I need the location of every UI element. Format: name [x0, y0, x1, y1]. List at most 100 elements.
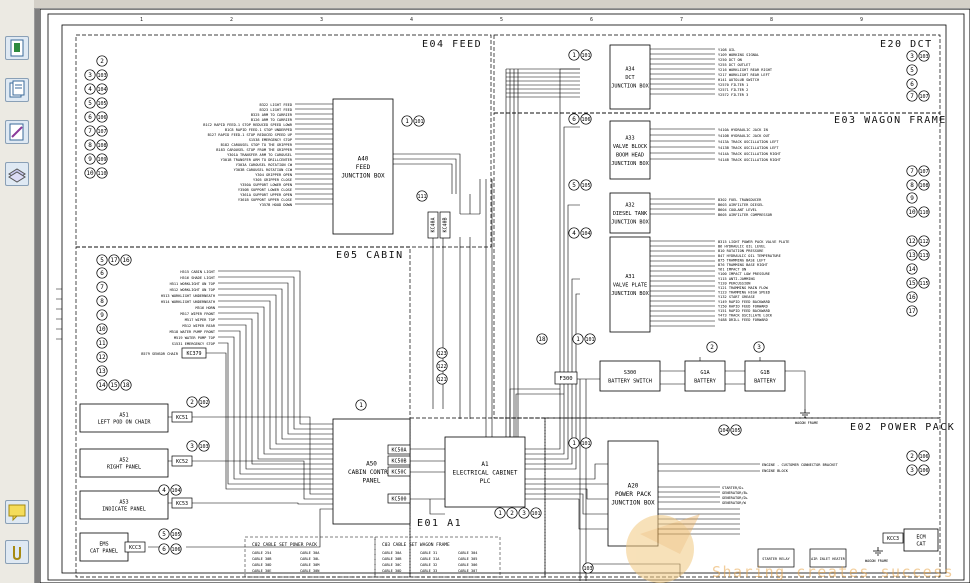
callout-c4-b: 104: [96, 83, 108, 95]
callout-c5-a-text: 5: [88, 100, 92, 107]
callout-c3c-text: 3: [757, 344, 761, 351]
a40-signal-16: Y350A SUPPORT LOWER OPEN: [240, 183, 292, 187]
callout-c5b-a-text: 5: [100, 257, 104, 264]
callout-c3-b: 103: [96, 69, 108, 81]
right-callout-1: 5: [906, 64, 918, 76]
a34-signal-6: H141 AUTOLUB SWITCH: [718, 78, 759, 82]
box-a20-line-1: POWER PACK: [615, 491, 652, 498]
right-callout-14-b: 106: [918, 450, 930, 462]
callout-c5d-b-text: 105: [581, 183, 590, 189]
box-a32-line-0: A32: [625, 203, 634, 209]
callout-c11b-text: 11: [98, 340, 106, 347]
a31-signal-2: B10 ROTATION PRESSURE: [718, 249, 763, 253]
right-callout-3-a: 7: [906, 90, 918, 102]
a31-signal-11: Y123 TRAMMING HIGH SPEED: [718, 291, 770, 295]
zone-title-e04: E04 FEED: [422, 39, 482, 50]
right-callout-15-a-text: 3: [910, 467, 914, 474]
viewer-toolbar: [34, 0, 970, 9]
callout-c1-b: 101: [413, 115, 425, 127]
svg-text:6: 6: [590, 17, 593, 23]
a31-signal-4: B75 TRAMMING BASE LEFT: [718, 258, 766, 262]
box-a40-line-1: FEED: [356, 164, 371, 171]
zone-title-e01: E01 A1: [417, 518, 462, 529]
table1-cell-1-0: CABLE 30B: [252, 557, 271, 561]
a31-signal-3: B47 HYDRAULIC OIL TEMPERATURE: [718, 254, 781, 258]
connector-kc51: KC51: [171, 411, 193, 423]
a31-signal-17: Y488 DRILL FEED FORWARD: [718, 318, 768, 322]
a40-signal-1: B323 LIGHT FEED: [260, 108, 292, 112]
a34-signal-1: Y109 WORKING SIGNAL: [718, 53, 759, 57]
callout-c3b-b: 103: [198, 440, 210, 452]
svg-text:8: 8: [770, 17, 773, 23]
callout-c7b: 7: [96, 281, 108, 293]
callout-c4-b-text: 104: [97, 87, 106, 93]
relay-starter-label: STARTER RELAY: [762, 557, 790, 561]
right-callout-6-text: 9: [910, 195, 914, 202]
callout-cA1-a-text: 1: [498, 510, 502, 517]
callout-cA1-d: 101: [530, 507, 542, 519]
a31-signal-5: B76 TRAMMING BASE RIGHT: [718, 263, 769, 267]
box-a31-line-1: VALVE PLATE: [613, 283, 647, 289]
callout-c6c-a-text: 6: [162, 546, 166, 553]
box-a50-line-0: A50: [366, 460, 377, 467]
right-callout-3-b: 107: [918, 90, 930, 102]
callout-c8-b: 108: [96, 139, 108, 151]
box-a20-line-2: JUNCTION BOX: [611, 499, 655, 506]
e05-signal-6: M516 HORN: [196, 306, 215, 310]
a40-signal-12: Y303A CAROUSEL ROTATION CW: [236, 163, 293, 167]
right-callout-15-b-text: 106: [919, 468, 928, 474]
a33-signal-1: Y410B HYDRAULIC JACK OUT: [718, 134, 771, 138]
table2-cell-1-0: CABLE 30B: [382, 557, 401, 561]
callout-c1-a-text: 1: [405, 118, 409, 125]
callout-c10-a-text: 10: [86, 170, 94, 177]
table1-cell-0-0: CABLE 254: [252, 551, 271, 555]
box-a33-line-2: BOOM HEAD: [616, 152, 644, 158]
callout-c4d-a: 4: [568, 227, 580, 239]
callout-c4d-b: 104: [580, 227, 592, 239]
callout-c1c-a: 1: [572, 333, 584, 345]
table2-cell-3-2: CABLE 307: [458, 569, 477, 573]
right-callout-8-a: 12: [906, 235, 918, 247]
attachments-icon[interactable]: [5, 540, 29, 564]
a31-signal-7: Y100 IMPACT LOW PRESSURE: [718, 272, 770, 276]
callout-c9-b-text: 109: [97, 157, 106, 163]
right-callout-14-a: 2: [906, 450, 918, 462]
callout-c14b-a-text: 14: [98, 382, 106, 389]
zone-e05-frame: [75, 246, 411, 578]
comments-icon[interactable]: [5, 500, 29, 524]
callout-c3-a: 3: [84, 69, 96, 81]
right-callout-2: 6: [906, 78, 918, 90]
right-callout-0-b-text: 103: [919, 54, 928, 60]
a31-signal-14: Y150 RAPID FEED FORWARD: [718, 304, 768, 308]
callout-cA1-b: 2: [506, 507, 518, 519]
callout-c4-a: 4: [84, 83, 96, 95]
e05-signal-3: H512 WORKLIGHT ON TOP: [170, 288, 215, 292]
right-callout-5-a: 8: [906, 179, 918, 191]
right-callout-9-a-text: 13: [908, 252, 916, 259]
right-callout-7-a-text: 10: [908, 209, 916, 216]
signatures-icon[interactable]: [5, 120, 29, 144]
callout-c111-text: 111: [417, 194, 426, 200]
box-s300-line-0: S300: [624, 370, 637, 376]
table2-cell-1-1: CABLE 31A: [420, 557, 440, 561]
callout-c14b-c: 18: [120, 379, 132, 391]
pages-icon[interactable]: [5, 36, 29, 60]
box-a40-line-0: A40: [358, 155, 369, 162]
right-callout-5-b-text: 108: [919, 183, 928, 189]
table2-cell-2-2: CABLE 306: [458, 563, 477, 567]
right-callout-15-a: 3: [906, 464, 918, 476]
callout-cA1-c-text: 3: [522, 510, 526, 517]
box-a34-line-1: DCT: [625, 75, 634, 81]
callout-c121: 121: [436, 373, 448, 385]
layers-icon[interactable]: [5, 162, 29, 186]
callout-c103: 103: [582, 562, 594, 574]
documents-icon[interactable]: [5, 78, 29, 102]
callout-c123: 123: [436, 347, 448, 359]
callout-c5b-b: 17: [108, 254, 120, 266]
